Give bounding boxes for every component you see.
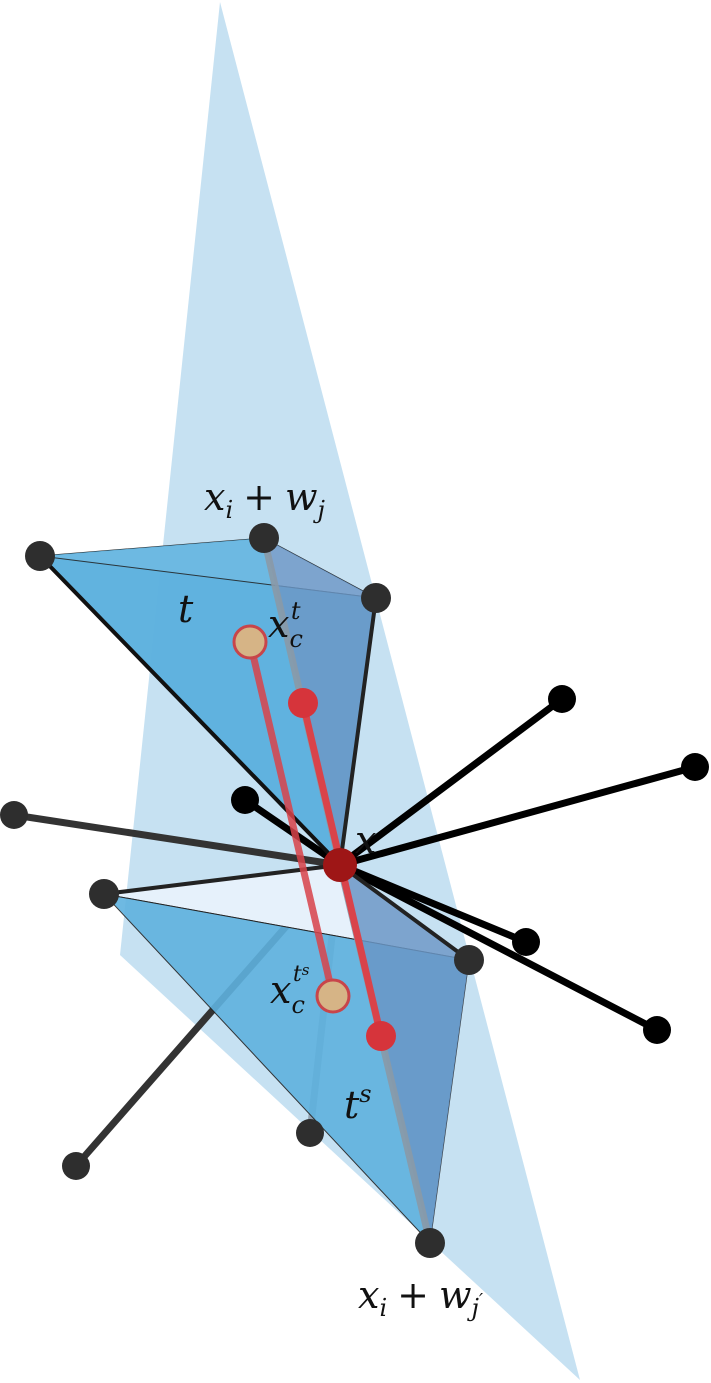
label-center: x bbox=[355, 818, 376, 862]
label-triangle-ts: ts bbox=[344, 1080, 372, 1127]
edge-upper-right bbox=[336, 695, 566, 869]
node-right bbox=[681, 753, 709, 781]
node-bottom-left bbox=[62, 1152, 90, 1180]
node-t-top bbox=[249, 523, 279, 553]
label-centroid-ts: xcts bbox=[270, 961, 310, 1019]
node-upper-left-short bbox=[231, 786, 259, 814]
node-right-mid bbox=[512, 928, 540, 956]
triangle-t bbox=[38, 534, 378, 869]
node-upper-right bbox=[548, 685, 576, 713]
triangle-ts-edge-top-right bbox=[338, 863, 471, 962]
node-ts-bottom bbox=[415, 1228, 445, 1258]
node-right-bottom bbox=[643, 1016, 671, 1044]
triangle-t-face-right bbox=[264, 538, 376, 865]
label-triangle-t: t bbox=[178, 587, 194, 631]
edge-left bbox=[10, 811, 344, 869]
triangle-ts bbox=[102, 861, 471, 1247]
node-t-right bbox=[361, 583, 391, 613]
node-ts-right bbox=[454, 945, 484, 975]
label-bottom-vertex: xi+wj′ bbox=[358, 1273, 483, 1322]
centroid-t bbox=[232, 624, 268, 660]
center-node bbox=[323, 848, 357, 882]
triangle-t-edge-right bbox=[338, 596, 378, 867]
label-centroid-t: xct bbox=[268, 597, 303, 653]
edge-right-bottom bbox=[336, 861, 661, 1034]
vertex-nodes bbox=[0, 523, 709, 1258]
centroid-ts bbox=[315, 978, 351, 1014]
node-ts-left bbox=[89, 879, 119, 909]
node-left bbox=[0, 801, 28, 829]
red-node-lower bbox=[366, 1021, 396, 1051]
triangle-ts-face-right bbox=[340, 865, 469, 1243]
segment-centroid-t-to-centroid-ts bbox=[246, 638, 337, 1000]
edge-right bbox=[336, 763, 699, 869]
label-top-vertex: xi+wj bbox=[204, 475, 326, 524]
node-bottom-mid bbox=[296, 1119, 324, 1147]
node-t-left bbox=[25, 541, 55, 571]
red-node-upper bbox=[288, 688, 318, 718]
